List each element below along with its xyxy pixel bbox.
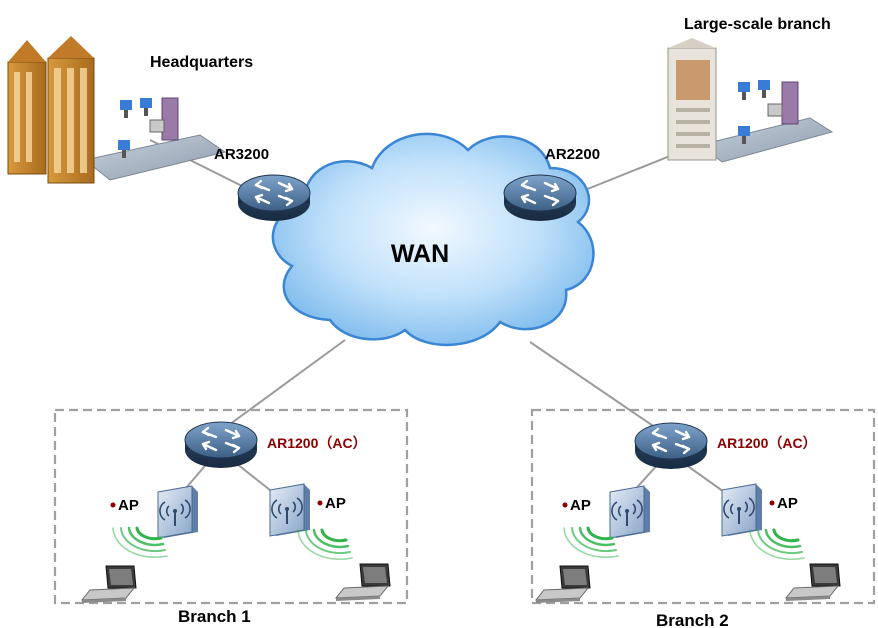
branch1-wifi-signal-right-icon xyxy=(296,528,354,561)
link-wan-branch1 xyxy=(221,339,346,431)
branch1-ap-left-dot xyxy=(110,502,116,508)
link-wan-branch2 xyxy=(529,341,663,433)
ar2200-label: AR2200 xyxy=(545,146,600,163)
branch2-ap-right-dot xyxy=(769,500,775,506)
headquarters-label: Headquarters xyxy=(150,54,253,71)
branch1-router-icon xyxy=(183,420,259,470)
branch1-label: Branch 1 xyxy=(178,607,251,626)
branch2-laptop-right-icon xyxy=(785,563,841,602)
branch2-router-icon xyxy=(633,421,709,471)
branch2-ap-right-icon xyxy=(721,483,763,537)
large-branch-building-icon xyxy=(667,38,834,163)
branch1-boundary xyxy=(53,408,409,605)
ar3200-router-icon xyxy=(236,173,312,223)
branch1-ap-right-label: AP xyxy=(325,495,346,512)
branch2-ap-left-label: AP xyxy=(570,497,591,514)
branch2-ap-left-icon xyxy=(609,485,651,539)
large-branch-label: Large-scale branch xyxy=(684,16,831,33)
branch1-ap-left-label: AP xyxy=(118,497,139,514)
branch2-label: Branch 2 xyxy=(656,611,729,628)
branch2-wifi-signal-right-icon xyxy=(748,528,806,561)
ar2200-router-icon xyxy=(502,173,578,223)
branch1-laptop-left-icon xyxy=(81,565,137,604)
wan-cloud: WAN xyxy=(271,132,595,347)
branch1-ap-right-icon xyxy=(269,483,311,537)
link-b2-router-ap-right xyxy=(681,461,728,495)
headquarters-building-icon xyxy=(7,36,227,184)
branch2-router-label: AR1200（AC） xyxy=(717,435,817,451)
branch2-ap-left-dot xyxy=(562,502,568,508)
link-b1-router-ap-right xyxy=(231,459,276,495)
branch2-boundary xyxy=(530,408,876,605)
branch1-laptop-right-icon xyxy=(335,563,391,602)
branch1-router-label: AR1200（AC） xyxy=(267,435,367,451)
wan-label: WAN xyxy=(391,240,449,268)
branch2-laptop-left-icon xyxy=(535,565,591,604)
branch2-ap-right-label: AP xyxy=(777,495,798,512)
branch1-ap-left-icon xyxy=(157,485,199,539)
branch1-ap-right-dot xyxy=(317,500,323,506)
ar3200-label: AR3200 xyxy=(214,146,269,163)
